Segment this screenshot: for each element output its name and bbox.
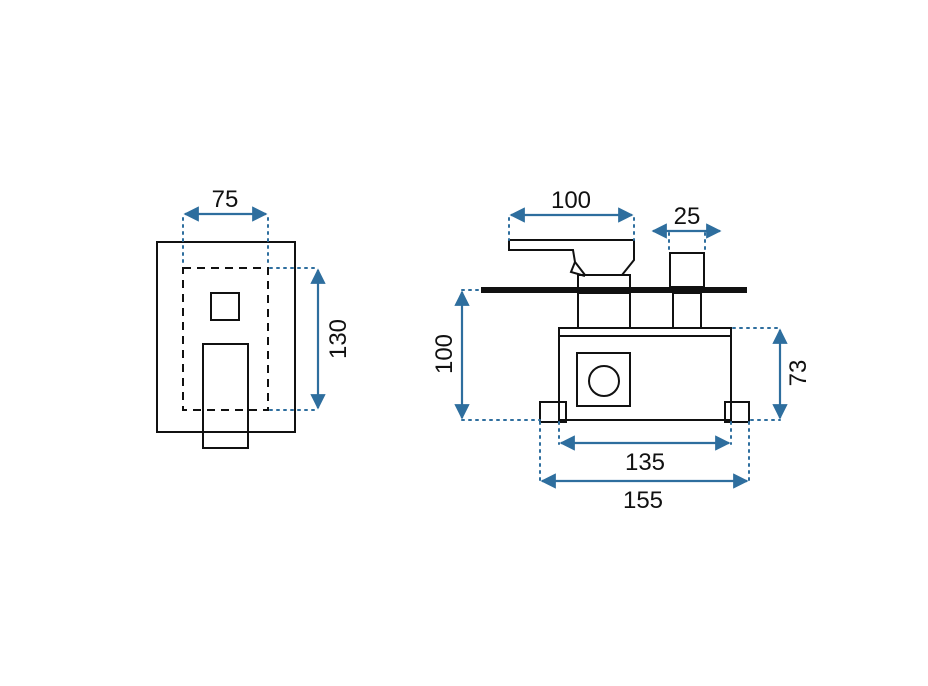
side-wall-plate — [481, 287, 747, 293]
front-height-label: 130 — [325, 319, 352, 359]
side-outlet-circle — [588, 365, 620, 397]
side-outlet-square — [576, 352, 631, 407]
side-body — [558, 335, 732, 421]
side-view: 100 25 100 73 135 155 — [431, 187, 812, 514]
side-foot-right — [724, 401, 750, 423]
side-lever-stem — [577, 274, 631, 289]
side-lever-length-label: 100 — [551, 187, 591, 214]
side-knob-width-label: 25 — [674, 203, 701, 230]
side-knob-sleeve — [672, 292, 702, 329]
front-cover-plate — [156, 241, 296, 433]
side-body-top-plate — [558, 327, 732, 337]
side-depth-label: 100 — [431, 334, 458, 374]
side-body-height-label: 73 — [785, 360, 812, 387]
side-base-outer-label: 155 — [623, 487, 663, 514]
front-width-label: 75 — [212, 186, 239, 213]
side-lever-sleeve — [577, 292, 631, 329]
side-base-inner-label: 135 — [625, 449, 665, 476]
side-foot-left — [539, 401, 567, 423]
front-lever — [202, 343, 249, 449]
front-knob — [210, 292, 240, 321]
front-concealed-body — [182, 267, 269, 411]
side-knob — [669, 252, 705, 288]
front-view: 75 130 — [156, 186, 352, 449]
